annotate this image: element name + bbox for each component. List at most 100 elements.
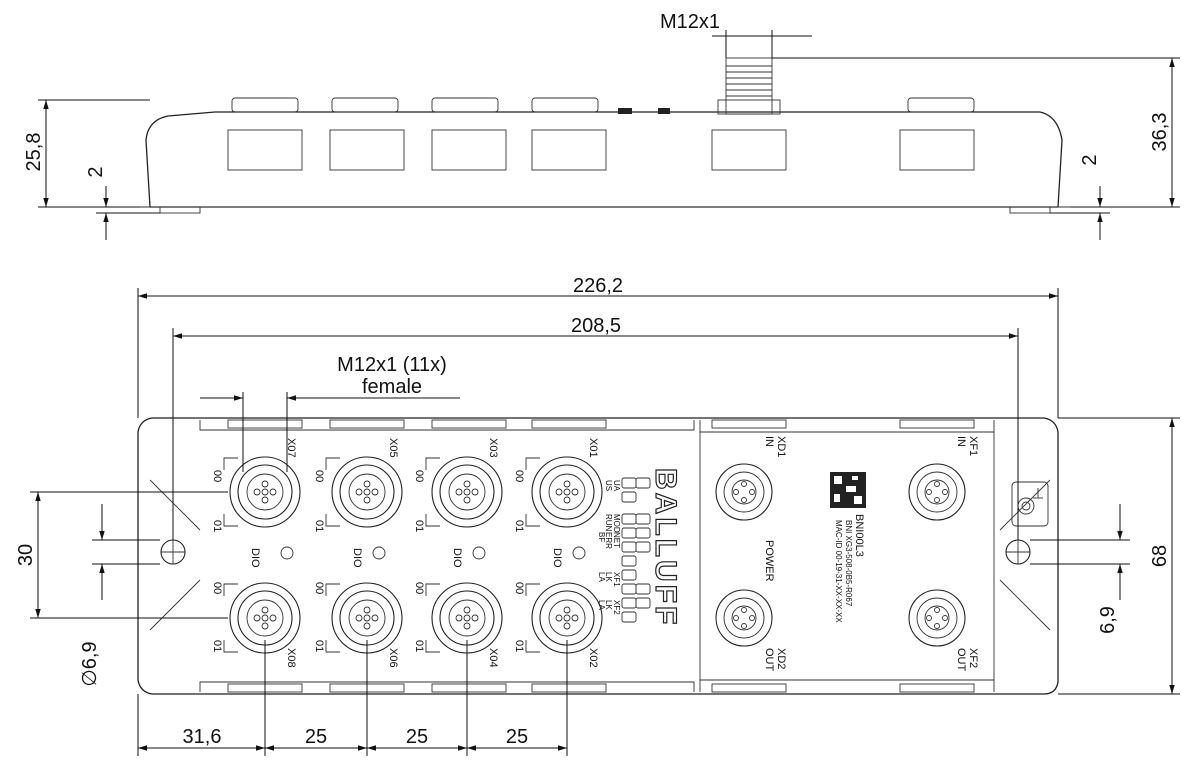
- led-us: US: [604, 480, 613, 491]
- port-xf2-name: XF2: [967, 648, 979, 668]
- port-x01-rotate-icon: [572, 546, 586, 560]
- port-x02-pin-b: 01: [513, 640, 525, 652]
- top-view: 00 01 X07 DIO 00 01 X05 DIO: [137, 417, 1059, 695]
- dim-foot-left-text: 2: [85, 166, 107, 177]
- mounting-hole-right: [1005, 539, 1031, 565]
- port-x01-name: X01: [587, 438, 599, 458]
- port-x04: 00 01 X04: [413, 582, 503, 668]
- port-xd2-dir: OUT: [763, 648, 775, 672]
- led-err: ERR: [604, 532, 613, 549]
- brand-logo: BALLUFF: [649, 468, 682, 627]
- dim-port-thread-text: M12x1 (11x): [337, 354, 447, 376]
- port-x03: 00 01 X03 DIO: [413, 438, 503, 568]
- port-x06-pin-b: 01: [313, 640, 325, 652]
- port-x02: 00 01 X02: [513, 582, 603, 668]
- side-m12-connector: [717, 57, 781, 115]
- port-x04-pin-b: 01: [413, 640, 425, 652]
- port-x03-dio: DIO: [451, 548, 463, 568]
- port-x01-pin-a: 00: [513, 470, 525, 482]
- port-x05-dio: DIO: [351, 548, 363, 568]
- port-xd2: XD2 OUT: [715, 589, 787, 672]
- port-xf1-name: XF1: [967, 436, 979, 456]
- port-x03-pin-b: 01: [413, 520, 425, 532]
- dim-port-gender-text: female: [362, 376, 422, 398]
- port-x08-pin-b: 01: [211, 640, 223, 652]
- led-panel: US UA RUN MOD ERR NET BF LK XF1 LA LK XF…: [597, 477, 651, 623]
- port-x07-pin-b: 01: [211, 520, 223, 532]
- dim-foot-right-text: 2: [1079, 154, 1101, 165]
- led-xf2: XF2: [612, 600, 621, 615]
- side-view-dimensions: M12x1 25,8 2 2 36,3: [23, 11, 1180, 240]
- led-ua: UA: [612, 480, 621, 492]
- side-view-windows: [227, 129, 975, 171]
- port-x07-name: X07: [285, 438, 297, 458]
- port-x03-rotate-icon: [472, 546, 486, 560]
- device-model: BNI00L3: [853, 514, 865, 557]
- port-xf2-dir: OUT: [955, 648, 967, 672]
- mounting-hole-left: [160, 539, 186, 565]
- led-bf: BF: [597, 532, 606, 542]
- led-net: NET: [612, 532, 621, 548]
- port-x05: 00 01 X05 DIO: [313, 438, 403, 568]
- led-mod: MOD: [612, 514, 621, 533]
- port-x04-pin-a: 00: [413, 582, 425, 594]
- side-view: [140, 57, 1070, 214]
- device-mac: MAC-ID 00-19-31-XX-XX-XX: [834, 520, 843, 623]
- dim-row-spacing-text: 30: [15, 544, 37, 566]
- dim-hole-offset-text: 6,9: [1097, 606, 1119, 634]
- top-view-dimensions: 226,2 208,5 M12x1 (11x) female 30 ∅6,9 6…: [15, 275, 1180, 756]
- port-x02-pin-a: 00: [513, 582, 525, 594]
- port-xd1: XD1 IN: [715, 436, 787, 521]
- port-xf2: XF2 OUT: [908, 589, 979, 672]
- led-lk-2: LK: [604, 600, 613, 610]
- device-part: BNI XG3-508-0B5-R067: [844, 520, 853, 607]
- dim-pitch-3-text: 25: [506, 726, 528, 748]
- port-x03-pin-a: 00: [413, 470, 425, 482]
- port-x07-dio: DIO: [249, 548, 261, 568]
- qr-code: [830, 472, 866, 508]
- led-run: RUN: [604, 514, 613, 532]
- side-view-body: [145, 111, 1063, 208]
- port-x07-rotate-icon: [280, 546, 294, 560]
- port-x04-name: X04: [487, 648, 499, 668]
- port-x06-name: X06: [387, 648, 399, 668]
- port-x05-rotate-icon: [372, 546, 386, 560]
- dim-height-body-text: 25,8: [23, 133, 45, 172]
- port-x06: 00 01 X06: [313, 582, 403, 668]
- port-xf1: XF1 IN: [908, 436, 979, 521]
- led-la-2: LA: [597, 600, 606, 610]
- dim-pitch-1-text: 25: [305, 726, 327, 748]
- port-xd1-dir: IN: [763, 436, 775, 447]
- dim-hole-diameter-text: ∅6,9: [79, 641, 101, 686]
- port-x05-pin-b: 01: [313, 520, 325, 532]
- dim-length-total-text: 226,2: [573, 275, 623, 297]
- port-xd2-name: XD2: [775, 648, 787, 669]
- dim-pitch-2-text: 25: [406, 726, 428, 748]
- port-x03-name: X03: [487, 438, 499, 458]
- led-lk-1: LK: [604, 572, 613, 582]
- led-xf1: XF1: [612, 572, 621, 587]
- port-x08-pin-a: 00: [211, 582, 223, 594]
- side-view-caps: [231, 97, 975, 113]
- port-xf1-dir: IN: [955, 436, 967, 447]
- dim-first-port-text: 31,6: [183, 726, 222, 748]
- port-x01-pin-b: 01: [513, 520, 525, 532]
- port-x05-name: X05: [387, 438, 399, 458]
- dim-width-text: 68: [1149, 545, 1171, 567]
- port-x07: 00 01 X07 DIO: [211, 438, 301, 568]
- port-x06-pin-a: 00: [313, 582, 325, 594]
- port-x07-pin-a: 00: [211, 470, 223, 482]
- port-x01: 00 01 X01 DIO: [513, 438, 603, 568]
- port-x01-dio: DIO: [551, 548, 563, 568]
- port-x05-pin-a: 00: [313, 470, 325, 482]
- port-x08-name: X08: [285, 648, 297, 668]
- dim-m12-top-text: M12x1: [660, 11, 720, 33]
- dim-hole-spacing-text: 208,5: [571, 315, 621, 337]
- port-x02-name: X02: [587, 648, 599, 668]
- led-la-1: LA: [597, 572, 606, 582]
- power-label: POWER: [763, 540, 775, 582]
- port-xd1-name: XD1: [775, 436, 787, 457]
- dim-height-total-text: 36,3: [1149, 113, 1171, 152]
